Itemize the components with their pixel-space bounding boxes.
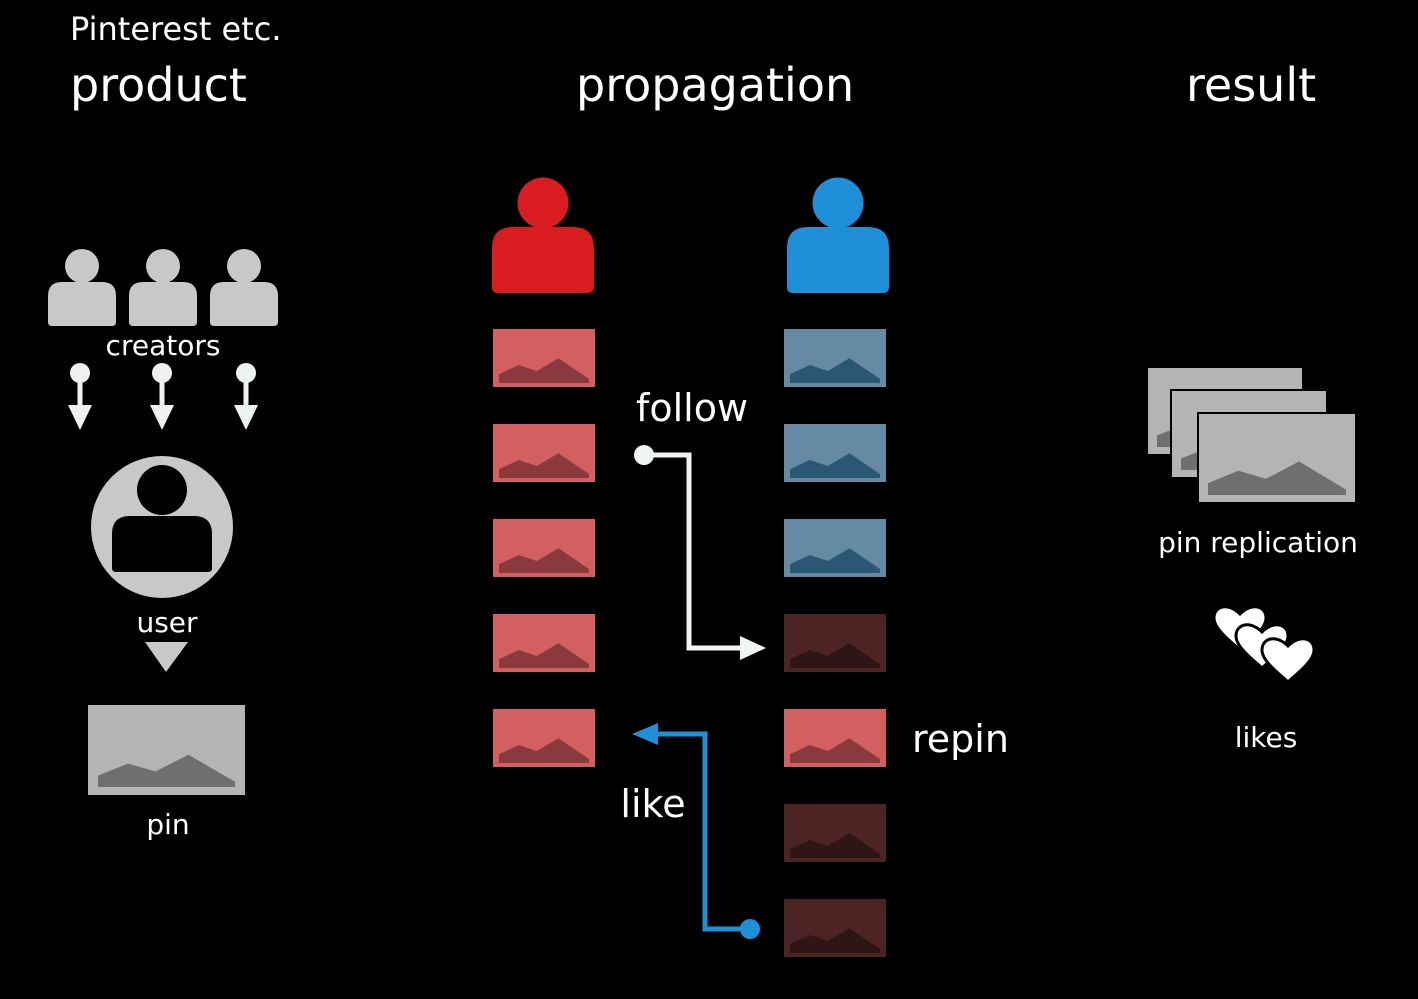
dark-pin-thumbnail <box>784 614 886 672</box>
red-pin-thumbnail <box>784 709 886 767</box>
like-arrow <box>632 723 760 939</box>
dark-pin-thumbnail <box>784 899 886 957</box>
creators-label: creators <box>106 329 221 362</box>
blue-pin-thumbnail <box>784 519 886 577</box>
likes-hearts-icon <box>1212 605 1316 684</box>
creator-icon <box>48 249 116 326</box>
red-pin-thumbnail <box>493 709 595 767</box>
red-pin-thumbnail <box>493 519 595 577</box>
creator-icon <box>210 249 278 326</box>
likes-label: likes <box>1235 721 1298 754</box>
follow-label: follow <box>636 386 748 430</box>
blue-user-pin-column <box>784 329 886 957</box>
creator-pin-arrows <box>68 363 258 430</box>
pin-replication-label: pin replication <box>1158 526 1358 559</box>
red-pin-thumbnail <box>493 614 595 672</box>
pin-down-arrow-icon <box>234 363 258 430</box>
pin-label: pin <box>146 808 189 841</box>
pin-down-arrow-icon <box>150 363 174 430</box>
pin-image-icon <box>88 705 245 795</box>
blue-pin-thumbnail <box>784 424 886 482</box>
section-title-result: result <box>1186 58 1317 112</box>
pin-replication-icon <box>1146 366 1357 504</box>
blue-user-icon <box>787 177 889 293</box>
down-triangle-icon <box>145 642 188 672</box>
red-pin-thumbnail <box>493 424 595 482</box>
red-pin-thumbnail <box>493 329 595 387</box>
user-label: user <box>136 606 198 639</box>
section-title-product: product <box>70 58 247 112</box>
red-user-icon <box>492 177 594 293</box>
creators-group <box>48 249 278 326</box>
like-label: like <box>620 782 685 826</box>
section-title-propagation: propagation <box>576 58 855 112</box>
user-avatar-icon <box>91 456 233 598</box>
pin-down-arrow-icon <box>68 363 92 430</box>
follow-arrow <box>634 445 766 660</box>
source-label: Pinterest etc. <box>70 10 282 48</box>
blue-pin-thumbnail <box>784 329 886 387</box>
red-user-pin-column <box>493 329 595 767</box>
replicated-pin <box>1197 412 1357 504</box>
dark-pin-thumbnail <box>784 804 886 862</box>
repin-label: repin <box>912 717 1009 761</box>
creator-icon <box>129 249 197 326</box>
heart-icon <box>1260 637 1316 684</box>
